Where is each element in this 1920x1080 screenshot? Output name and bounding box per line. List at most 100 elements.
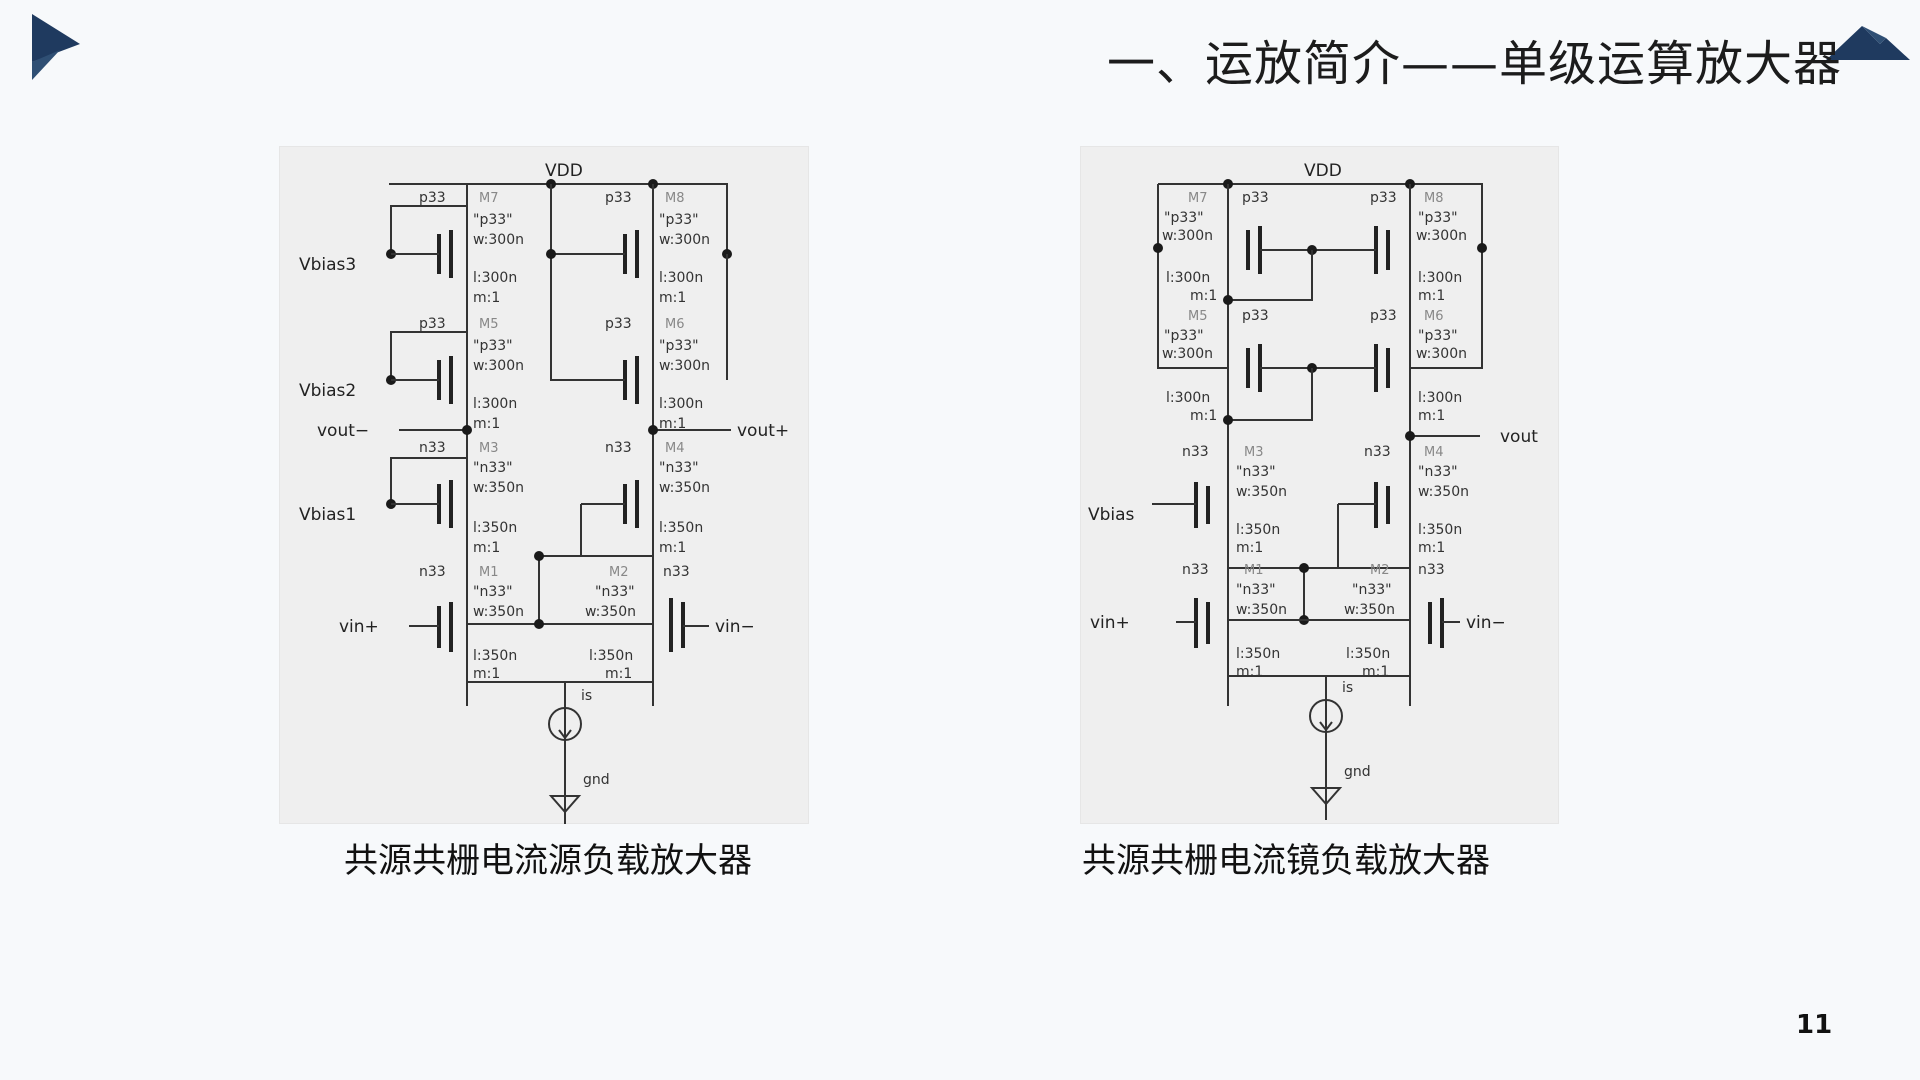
schematic-label: M4 (665, 441, 685, 456)
schematic-right-svg: VDD vout Vbias vin+ vin− (1088, 161, 1538, 820)
schematic-label: n33 (1364, 444, 1391, 460)
schematic-label: "p33" (473, 212, 513, 228)
schematic-label: "p33" (659, 212, 699, 228)
schematic-label: M2 (609, 565, 629, 580)
schematic-current-mirror-load: VDD vout Vbias vin+ vin− (1080, 146, 1559, 824)
vin-plus-label: vin+ (1090, 613, 1130, 633)
gnd-label: gnd (583, 772, 610, 788)
schematic-label: M3 (1244, 445, 1264, 460)
vout-label: vout (1500, 427, 1538, 447)
schematic-label: "p33" (473, 338, 513, 354)
schematic-label: m:1 (1190, 408, 1217, 424)
schematic-label: n33 (663, 564, 690, 580)
schematic-label: n33 (1182, 562, 1209, 578)
schematic-label: M5 (479, 317, 499, 332)
schematic-label: m:1 (1236, 664, 1263, 680)
schematic-label: l:350n (473, 648, 517, 664)
schematic-label: l:350n (589, 648, 633, 664)
schematic-label: w:350n (1344, 602, 1395, 618)
schematic-label: w:350n (1236, 484, 1287, 500)
schematic-label: n33 (1418, 562, 1445, 578)
schematic-label: l:350n (1236, 522, 1280, 538)
schematic-label: p33 (605, 316, 632, 332)
schematic-label: l:350n (1418, 522, 1462, 538)
schematic-label: M8 (665, 191, 685, 206)
schematic-label: n33 (419, 440, 446, 456)
schematic-label: w:350n (1418, 484, 1469, 500)
schematic-label: p33 (419, 190, 446, 206)
schematic-label: p33 (605, 190, 632, 206)
schematic-label: m:1 (1418, 288, 1445, 304)
schematic-label: p33 (1242, 190, 1269, 206)
schematic-label: m:1 (1418, 540, 1445, 556)
schematic-label: l:300n (473, 270, 517, 286)
page-number: 11 (1796, 1010, 1833, 1040)
schematic-label: w:300n (659, 232, 710, 248)
schematic-label: p33 (1370, 308, 1397, 324)
is-label: is (581, 688, 592, 704)
schematic-label: M5 (1188, 309, 1208, 324)
vin-minus-label: vin− (715, 617, 755, 637)
schematic-label: n33 (605, 440, 632, 456)
schematic-label: w:350n (473, 604, 524, 620)
schematic-label: "p33" (1164, 328, 1204, 344)
schematic-label: M1 (479, 565, 499, 580)
schematic-label: m:1 (659, 540, 686, 556)
schematic-label: n33 (419, 564, 446, 580)
schematic-label: w:300n (473, 358, 524, 374)
vout-minus-label: vout− (317, 421, 369, 441)
vbias1-label: Vbias1 (299, 505, 356, 525)
schematic-label: l:300n (659, 396, 703, 412)
schematic-label: w:300n (473, 232, 524, 248)
schematic-label: m:1 (473, 416, 500, 432)
schematic-label: m:1 (1418, 408, 1445, 424)
schematic-label: w:300n (1416, 228, 1467, 244)
schematic-label: M1 (1244, 563, 1264, 578)
schematic-label: l:300n (659, 270, 703, 286)
mountain-triangle-icon (1826, 26, 1910, 60)
vdd-label: VDD (545, 161, 583, 181)
vbias-label: Vbias (1088, 505, 1135, 525)
schematic-label: m:1 (659, 290, 686, 306)
schematic-label: l:300n (1166, 390, 1210, 406)
schematic-label: "n33" (473, 460, 513, 476)
schematic-current-source-load: VDD Vbias3 Vbias2 Vbias1 (279, 146, 809, 824)
play-triangle-icon (32, 14, 80, 80)
schematic-label: m:1 (1362, 664, 1389, 680)
schematic-label: "n33" (1418, 464, 1458, 480)
figure-caption-right: 共源共栅电流镜负载放大器 (1082, 841, 1490, 881)
schematic-label: n33 (1182, 444, 1209, 460)
is-label: is (1342, 680, 1353, 696)
schematic-label: "n33" (1352, 582, 1392, 598)
schematic-label: "p33" (659, 338, 699, 354)
schematic-label: w:350n (1236, 602, 1287, 618)
vdd-label: VDD (1304, 161, 1342, 181)
schematic-label: l:350n (659, 520, 703, 536)
vin-plus-label: vin+ (339, 617, 379, 637)
schematic-label: w:300n (1162, 346, 1213, 362)
schematic-label: w:350n (473, 480, 524, 496)
schematic-label: p33 (1242, 308, 1269, 324)
schematic-label: "p33" (1418, 328, 1458, 344)
schematic-label: m:1 (1190, 288, 1217, 304)
schematic-label: "n33" (595, 584, 635, 600)
schematic-label: m:1 (473, 290, 500, 306)
schematic-label: p33 (1370, 190, 1397, 206)
vout-plus-label: vout+ (737, 421, 789, 441)
schematic-label: M6 (665, 317, 685, 332)
schematic-label: l:350n (1236, 646, 1280, 662)
schematic-label: l:350n (473, 520, 517, 536)
schematic-label: M3 (479, 441, 499, 456)
schematic-label: l:300n (1418, 270, 1462, 286)
schematic-label: m:1 (473, 540, 500, 556)
schematic-label: m:1 (473, 666, 500, 682)
schematic-label: "n33" (473, 584, 513, 600)
schematic-label: "n33" (1236, 464, 1276, 480)
schematic-label: w:300n (1416, 346, 1467, 362)
schematic-label: M8 (1424, 191, 1444, 206)
schematic-left-svg: VDD Vbias3 Vbias2 Vbias1 (299, 161, 789, 824)
slide-title: 一、运放简介——单级运算放大器 (1106, 36, 1842, 92)
schematic-label: M2 (1370, 563, 1390, 578)
vin-minus-label: vin− (1466, 613, 1506, 633)
schematic-label: w:300n (659, 358, 710, 374)
